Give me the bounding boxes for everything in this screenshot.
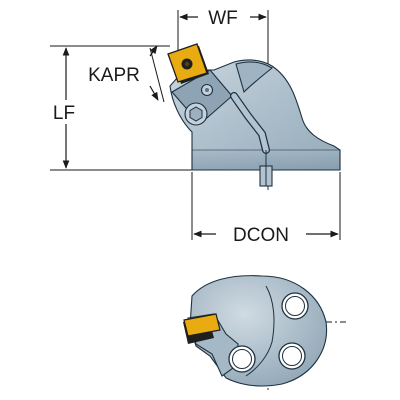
dcon-label-bg [216,220,306,246]
kapr-arrow-bottom [149,85,159,101]
dcon-label: DCON [233,225,289,246]
lf-label: LF [53,103,75,124]
square-insert-icon [167,43,209,84]
hex-screw-icon [184,102,208,126]
square-insert-icon [183,313,221,344]
end-view [183,275,346,390]
lf-label-bg [44,100,80,124]
mounting-hole-icon [278,342,306,370]
mounting-hole-icon [281,292,309,320]
head-ridge [245,285,275,377]
wf-label: WF [208,8,238,29]
tool-body [169,59,341,187]
small-screw-icon [200,83,214,97]
side-view: WF LF KAPR DCON [44,4,341,246]
mounting-hole-icon [228,345,256,373]
kapr-reference-line [149,47,165,103]
kapr-label: KAPR [88,65,140,86]
kapr-arrow-top [149,45,158,57]
coolant-channel-icon [230,92,273,187]
wf-label-bg [198,4,250,28]
